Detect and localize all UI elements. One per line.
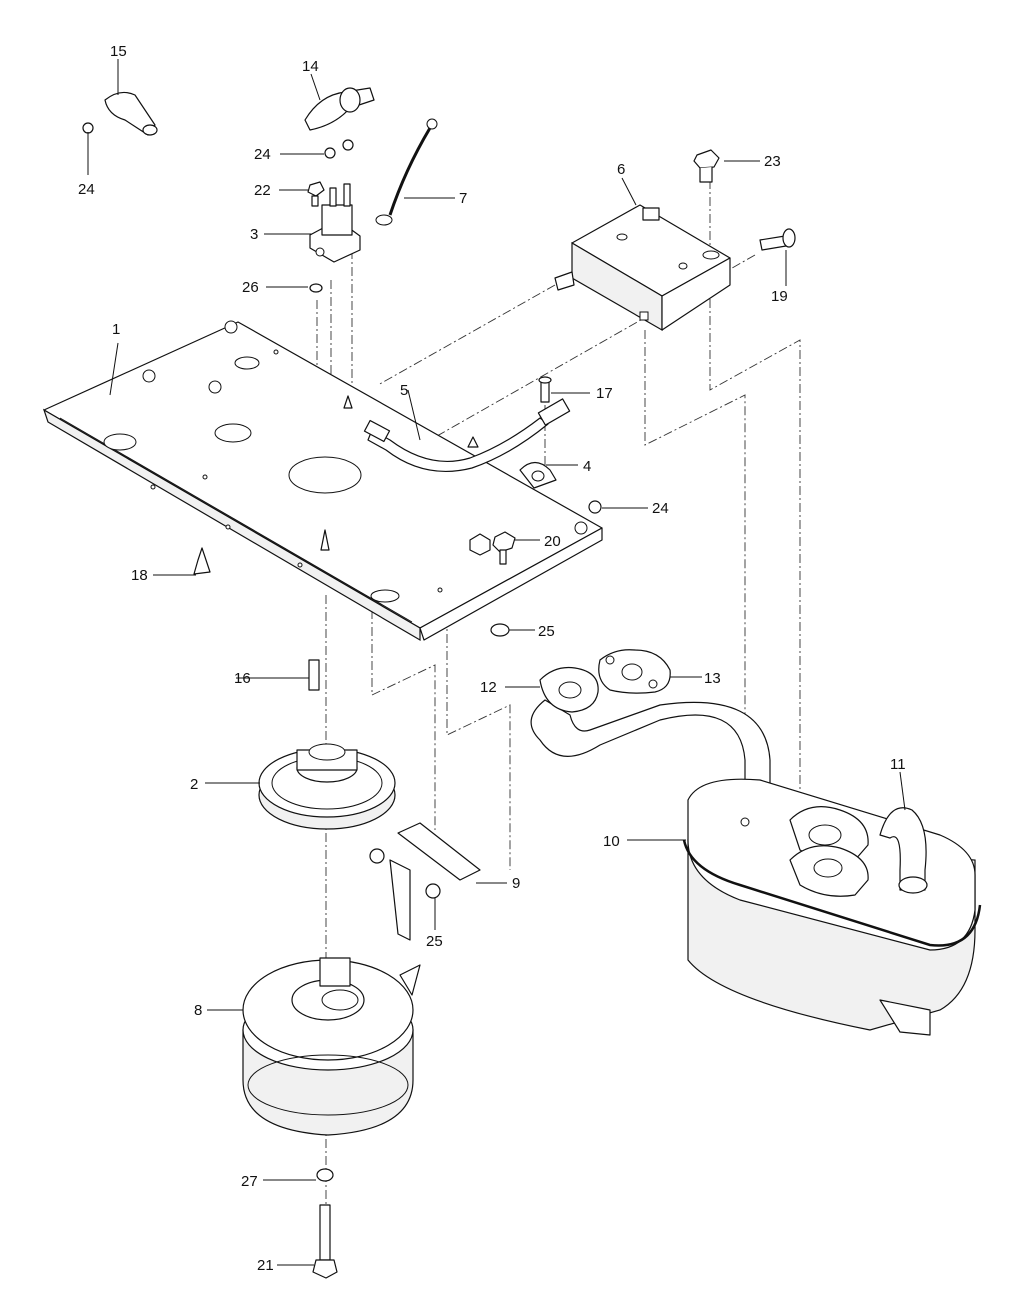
callout-8: 8	[194, 1002, 202, 1019]
callout-27: 27	[241, 1173, 258, 1190]
callout-5: 5	[400, 382, 408, 399]
solenoid-part-3	[309, 183, 361, 263]
stud-part-18	[193, 547, 211, 575]
callout-24-boot: 24	[78, 181, 95, 198]
gasket-part-13	[598, 649, 671, 694]
bracket-part-9	[369, 822, 481, 941]
tailpipe-part-11	[879, 807, 928, 894]
callout-20: 20	[544, 533, 561, 550]
callout-24-plate: 24	[652, 500, 669, 517]
callout-18: 18	[131, 567, 148, 584]
callout-4: 4	[583, 458, 591, 475]
callout-12: 12	[480, 679, 497, 696]
hose-part-5	[363, 398, 571, 473]
callout-17: 17	[596, 385, 613, 402]
callout-10: 10	[603, 833, 620, 850]
pin-part-17	[538, 376, 552, 403]
exhaust-pipe-part-12	[530, 666, 771, 841]
callout-3: 3	[250, 226, 258, 243]
callout-14: 14	[302, 58, 319, 75]
callout-13: 13	[704, 670, 721, 687]
nuts-part-24	[82, 122, 602, 514]
callout-11: 11	[890, 756, 906, 773]
callout-15: 15	[110, 43, 127, 60]
bolts-part-20	[469, 531, 516, 565]
pulley-part-2	[258, 743, 396, 830]
callout-21: 21	[257, 1257, 274, 1274]
callout-24-solenoid: 24	[254, 146, 271, 163]
cable-part-7	[375, 118, 438, 226]
clamp-part-4	[519, 461, 557, 489]
boot-part-15	[104, 91, 158, 136]
callout-1: 1	[112, 321, 120, 338]
leader-lines	[87, 59, 906, 1266]
bolt-part-22	[307, 181, 325, 207]
callout-16: 16	[234, 670, 251, 687]
bolt-part-23	[693, 149, 720, 183]
bracket-part-6	[554, 204, 731, 332]
bolt-part-21	[312, 1204, 338, 1279]
callout-2: 2	[190, 776, 198, 793]
nut-part-25-top	[490, 623, 510, 637]
callout-23: 23	[764, 153, 781, 170]
callout-9: 9	[512, 875, 520, 892]
bolt-part-19	[759, 228, 796, 251]
key-part-16	[308, 659, 320, 691]
boot-part-14	[304, 87, 375, 131]
callout-labels: 15 14 24 24 22 7 3 26 6 23 19 1 5 17 4 2…	[78, 43, 906, 1274]
washer-part-27	[316, 1168, 334, 1182]
callout-25-plate: 25	[538, 623, 555, 640]
callout-22: 22	[254, 182, 271, 199]
callout-7: 7	[459, 190, 467, 207]
callout-6: 6	[617, 161, 625, 178]
callout-25-bracket: 25	[426, 933, 443, 950]
callout-26: 26	[242, 279, 259, 296]
washer-part-26	[309, 283, 323, 293]
engine-mounting-plate	[42, 320, 603, 642]
callout-19: 19	[771, 288, 788, 305]
muffler-part-10	[682, 778, 982, 1036]
clutch-part-8	[242, 957, 421, 1136]
